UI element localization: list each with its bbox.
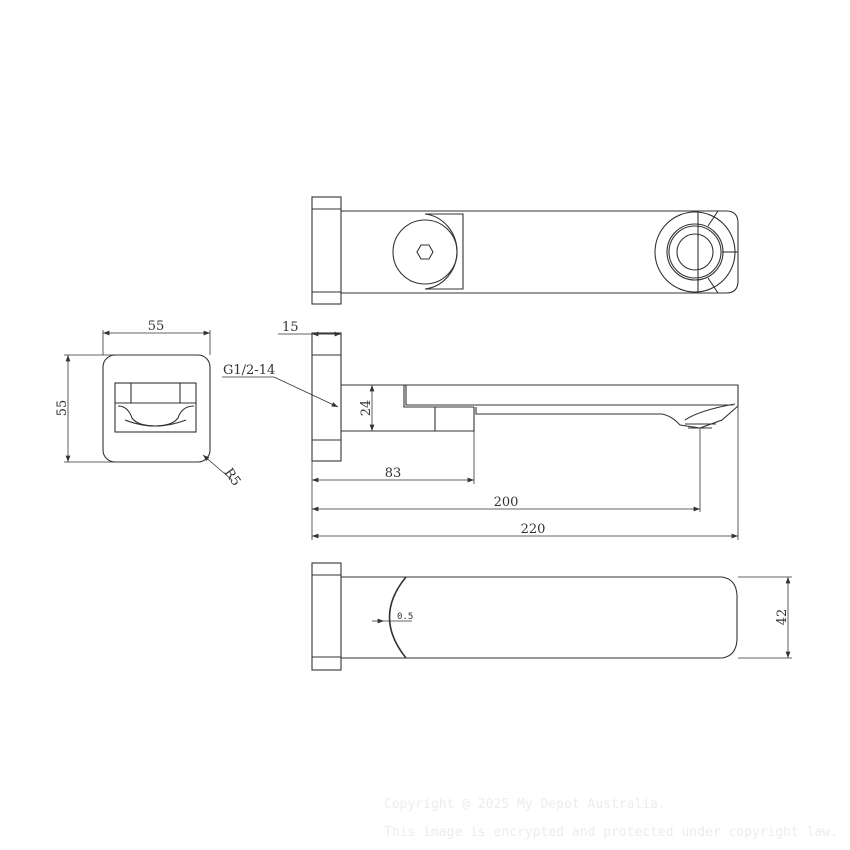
total-length-label: 220	[521, 522, 546, 537]
hex-socket-icon	[416, 244, 434, 260]
pipe-height-label: 24	[359, 400, 374, 417]
thread-label: G1/2-14	[223, 363, 275, 378]
outlet-distance-label: 200	[494, 495, 519, 510]
side-view	[311, 332, 739, 462]
front-width-label: 55	[148, 319, 165, 334]
front-view	[102, 354, 211, 463]
front-height-label: 55	[55, 400, 70, 417]
radius-label: R5	[221, 466, 244, 489]
watermark-line-2: This image is encrypted and protected un…	[384, 825, 838, 840]
bottom-width-label: 42	[775, 609, 790, 626]
mount-circle	[392, 219, 458, 285]
bottom-view	[311, 562, 738, 671]
dimension-lines	[64, 330, 792, 659]
plate-thickness-label: 15	[282, 320, 299, 335]
top-view	[311, 196, 739, 305]
body-length-label: 83	[385, 466, 402, 481]
watermark-line-1: Copyright @ 2025 My Depot Australia.	[384, 797, 666, 812]
edge-gap-label: 0.5	[397, 612, 413, 622]
